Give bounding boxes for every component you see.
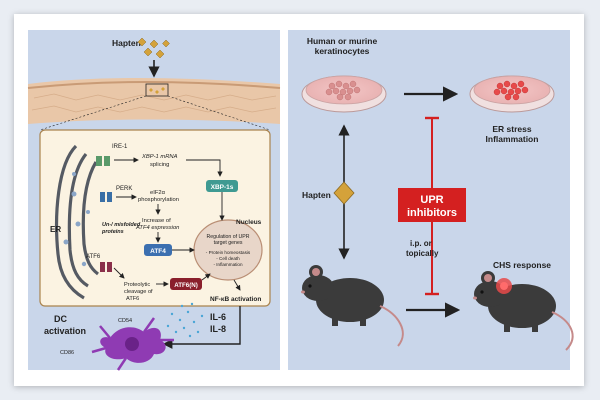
dc-label-1: DC	[54, 314, 67, 324]
er-label: ER	[50, 225, 61, 234]
proteolytic-label-2: cleavage of	[124, 289, 153, 295]
upr-inhibitors-label-2: inhibitors	[407, 207, 457, 219]
cytokine-dots	[166, 302, 204, 338]
perk-receptor	[100, 192, 112, 202]
xbp1s-label: XBP-1s	[211, 184, 234, 191]
zoom-box	[145, 83, 169, 97]
hapten-label-right: Hapten	[302, 190, 331, 200]
nucleus-label: Nucleus	[236, 219, 262, 226]
er-proteins	[63, 172, 90, 267]
zoom-line-left	[39, 95, 147, 131]
dendritic-cell	[91, 317, 174, 371]
atf6-label: ATF6	[86, 254, 101, 260]
dc-label-2: activation	[44, 326, 86, 336]
hapten-diamond-icon	[333, 181, 355, 205]
splicing-arrow	[186, 159, 223, 177]
ire1-receptor	[96, 156, 110, 166]
phosphorylation-label: phosphorylation	[138, 197, 179, 203]
upr-inhibitors-label-1: UPR	[420, 194, 443, 206]
route-label-1: i.p. or	[410, 239, 432, 248]
keratinocytes-label-1: Human or murine	[307, 36, 378, 46]
petri-dish-er-stress	[469, 75, 555, 113]
zoom-line-right	[167, 95, 271, 131]
nucleus-bullet-1: - Protein homeostasis	[206, 250, 251, 255]
ire1-label: IRE-1	[112, 144, 128, 150]
nucleus-bullet-3: - Inflammation	[213, 262, 243, 267]
eif2a-label: eIF2α	[150, 190, 166, 196]
atf6n-box	[170, 278, 202, 290]
atf6n-to-nucleus-arrow	[201, 273, 211, 281]
atf6-arrow	[113, 267, 125, 279]
mouse-chs	[473, 271, 574, 351]
chs-response-label: CHS response	[493, 260, 551, 270]
regulation-label-2: target genes	[214, 240, 243, 246]
il6-label: IL-6	[210, 312, 226, 322]
atf4-expression-label: ATF4 expression	[135, 225, 179, 231]
il8-label: IL-8	[210, 324, 226, 334]
proteolytic-label-3: ATF6	[126, 296, 139, 302]
cd86-label: CD86	[60, 350, 74, 356]
unfolded-label-2: proteins	[101, 229, 124, 235]
hapten-in-skin	[149, 87, 165, 94]
cytokine-arrow	[162, 306, 241, 349]
atf4-box	[144, 244, 172, 256]
er-organelle	[55, 144, 100, 300]
atf6n-label: ATF6(N)	[174, 282, 198, 289]
skin-epidermis	[28, 78, 280, 124]
perk-label: PERK	[116, 186, 132, 192]
increase-label: Increase of	[142, 218, 171, 224]
nucleus-to-nfkb-arrow	[233, 279, 241, 291]
route-label-2: topically	[406, 249, 439, 258]
nfkb-label: NF-κB activation	[210, 296, 261, 303]
xbp1-mrna-label: XBP-1 mRNA	[141, 154, 178, 160]
pathway-figure: Hapten ER Un-/ misfolded proteins IRE-1	[27, 30, 574, 371]
regulation-label-1: Regulation of UPR	[207, 234, 250, 240]
unfolded-label-1: Un-/ misfolded	[102, 222, 141, 228]
proteolytic-label-1: Proteolytic	[124, 282, 150, 288]
upr-inhibitors-box	[398, 188, 466, 222]
atf6-receptor	[100, 262, 112, 272]
mouse-untreated	[301, 265, 404, 347]
er-stress-label: ER stress	[492, 124, 531, 134]
cd54-label: CD54	[118, 318, 132, 324]
splicing-label: splicing	[150, 162, 169, 168]
nucleus-bullet-2: - Cell death	[216, 256, 240, 261]
petri-dish-keratinocytes	[301, 75, 387, 113]
atf4-label: ATF4	[150, 248, 166, 255]
xbp1s-box	[206, 180, 238, 192]
hapten-label-left: Hapten	[112, 38, 141, 48]
inflammation-label: Inflammation	[486, 134, 539, 144]
skin-surface-line	[27, 81, 281, 89]
hapten-diamonds-top	[137, 37, 170, 59]
figure-frame: Hapten ER Un-/ misfolded proteins IRE-1	[14, 14, 584, 386]
skin-cell-pattern	[31, 93, 277, 113]
keratinocytes-label-2: keratinocytes	[315, 46, 370, 56]
